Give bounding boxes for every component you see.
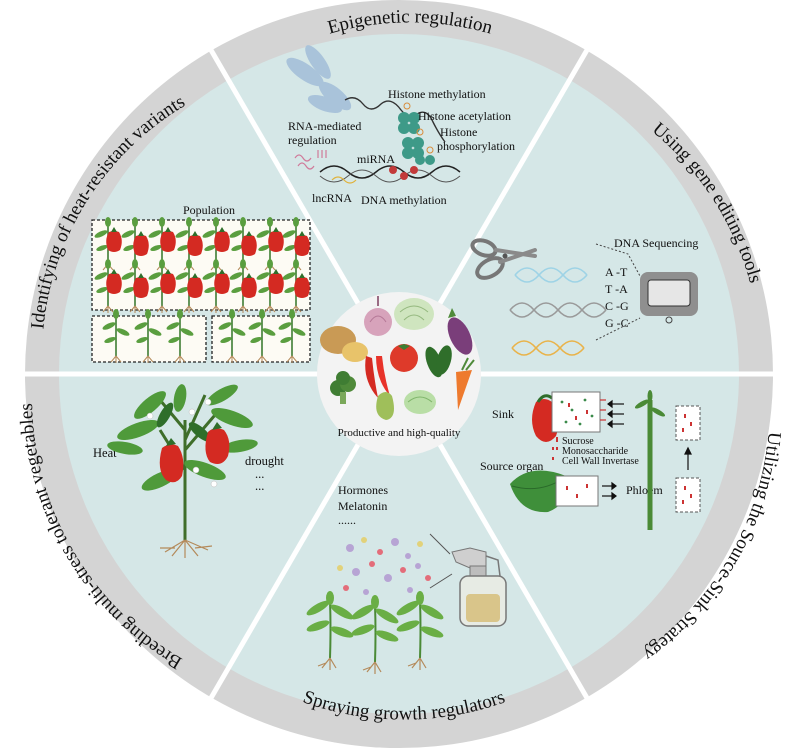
transport-cell-bottom (675, 477, 701, 513)
label-dots-2: ... (255, 479, 264, 493)
arrows-to-sink (607, 399, 624, 429)
label-histone-methylation: Histone methylation (388, 87, 486, 101)
pepper-plant-icon (107, 384, 258, 558)
chili-icon (365, 356, 390, 398)
source-cell-box (555, 475, 599, 507)
lettuce-icon (404, 390, 436, 414)
breeding-illustration: Heat drought ... ... (93, 384, 284, 558)
pear-icon (376, 392, 394, 420)
label-mirna: miRNA (357, 152, 395, 166)
eggplant-icon (447, 308, 473, 355)
methylation-marks (389, 166, 418, 180)
label-population: Population (183, 203, 235, 217)
spray-bottle-icon (451, 547, 507, 627)
label-pair-2: T -A (605, 282, 628, 296)
gene-editing-illustration: DNA Sequencing A -T T -A C -G G -C (470, 236, 698, 356)
label-dots-1: ... (255, 467, 264, 481)
rna-icons (294, 150, 327, 170)
tomato-icon (390, 344, 418, 372)
spray-droplets (337, 537, 431, 595)
chromatin-strand (344, 97, 446, 143)
sequencer-monitor-icon (640, 272, 698, 324)
center-circle (317, 292, 481, 456)
sink-cell-box (551, 391, 601, 433)
identifying-illustration: Population (91, 203, 312, 364)
dna-helix-orange (511, 340, 585, 356)
label-pair-4: G -C (605, 316, 629, 330)
label-drought: drought (245, 454, 284, 468)
label-histone-acetylation: Histone acetylation (418, 109, 511, 123)
label-rna-mediated-2: regulation (288, 133, 337, 147)
label-dna-methylation: DNA methylation (361, 193, 447, 207)
spinach-icon (425, 345, 452, 378)
label-melatonin: Melatonin (338, 499, 387, 513)
label-invertase: Cell Wall Invertase (562, 456, 639, 467)
dna-helix-blue (514, 267, 588, 283)
transport-cell-top (675, 405, 701, 441)
label-pair-3: C -G (605, 299, 629, 313)
phloem-stem-icon (634, 390, 666, 530)
vegetable-cluster (320, 296, 475, 420)
epigenetic-illustration: Histone methylation Histone acetylation … (286, 45, 515, 207)
histone-marks (403, 102, 434, 154)
label-source-organ: Source organ (480, 459, 543, 473)
label-phloem: Phloem (626, 483, 663, 497)
label-rna-mediated-1: RNA-mediated (288, 119, 361, 133)
label-dna-sequencing: DNA Sequencing (614, 236, 698, 250)
label-hormones: Hormones (338, 483, 388, 497)
label-histone-phos-1: Histone (440, 125, 477, 139)
carrot-icon (456, 357, 475, 410)
label-spraying-ellipsis: ...... (338, 513, 356, 527)
dna-helix-gray (509, 302, 607, 318)
scissors-icon (470, 238, 537, 280)
label-histone-phos-2: phosphorylation (437, 139, 515, 153)
source-sink-illustration: Sink Sucrose Monosaccharide Cell Wall In… (480, 390, 701, 530)
broccoli-icon (330, 371, 356, 404)
center-label: Productive and high-quality (338, 427, 461, 439)
label-monosaccharide: Monosaccharide (562, 446, 629, 457)
spraying-illustration: Hormones Melatonin ...... (303, 483, 507, 675)
cabbage-icon (394, 298, 434, 330)
label-sink: Sink (492, 407, 514, 421)
onion-icon (364, 296, 392, 336)
label-sucrose: Sucrose (562, 436, 594, 447)
dna-strand (319, 165, 461, 179)
label-pair-1: A -T (605, 265, 628, 279)
chromosome-icon (286, 45, 352, 114)
label-lncrna: lncRNA (312, 191, 352, 205)
arrows-from-source (602, 481, 617, 501)
